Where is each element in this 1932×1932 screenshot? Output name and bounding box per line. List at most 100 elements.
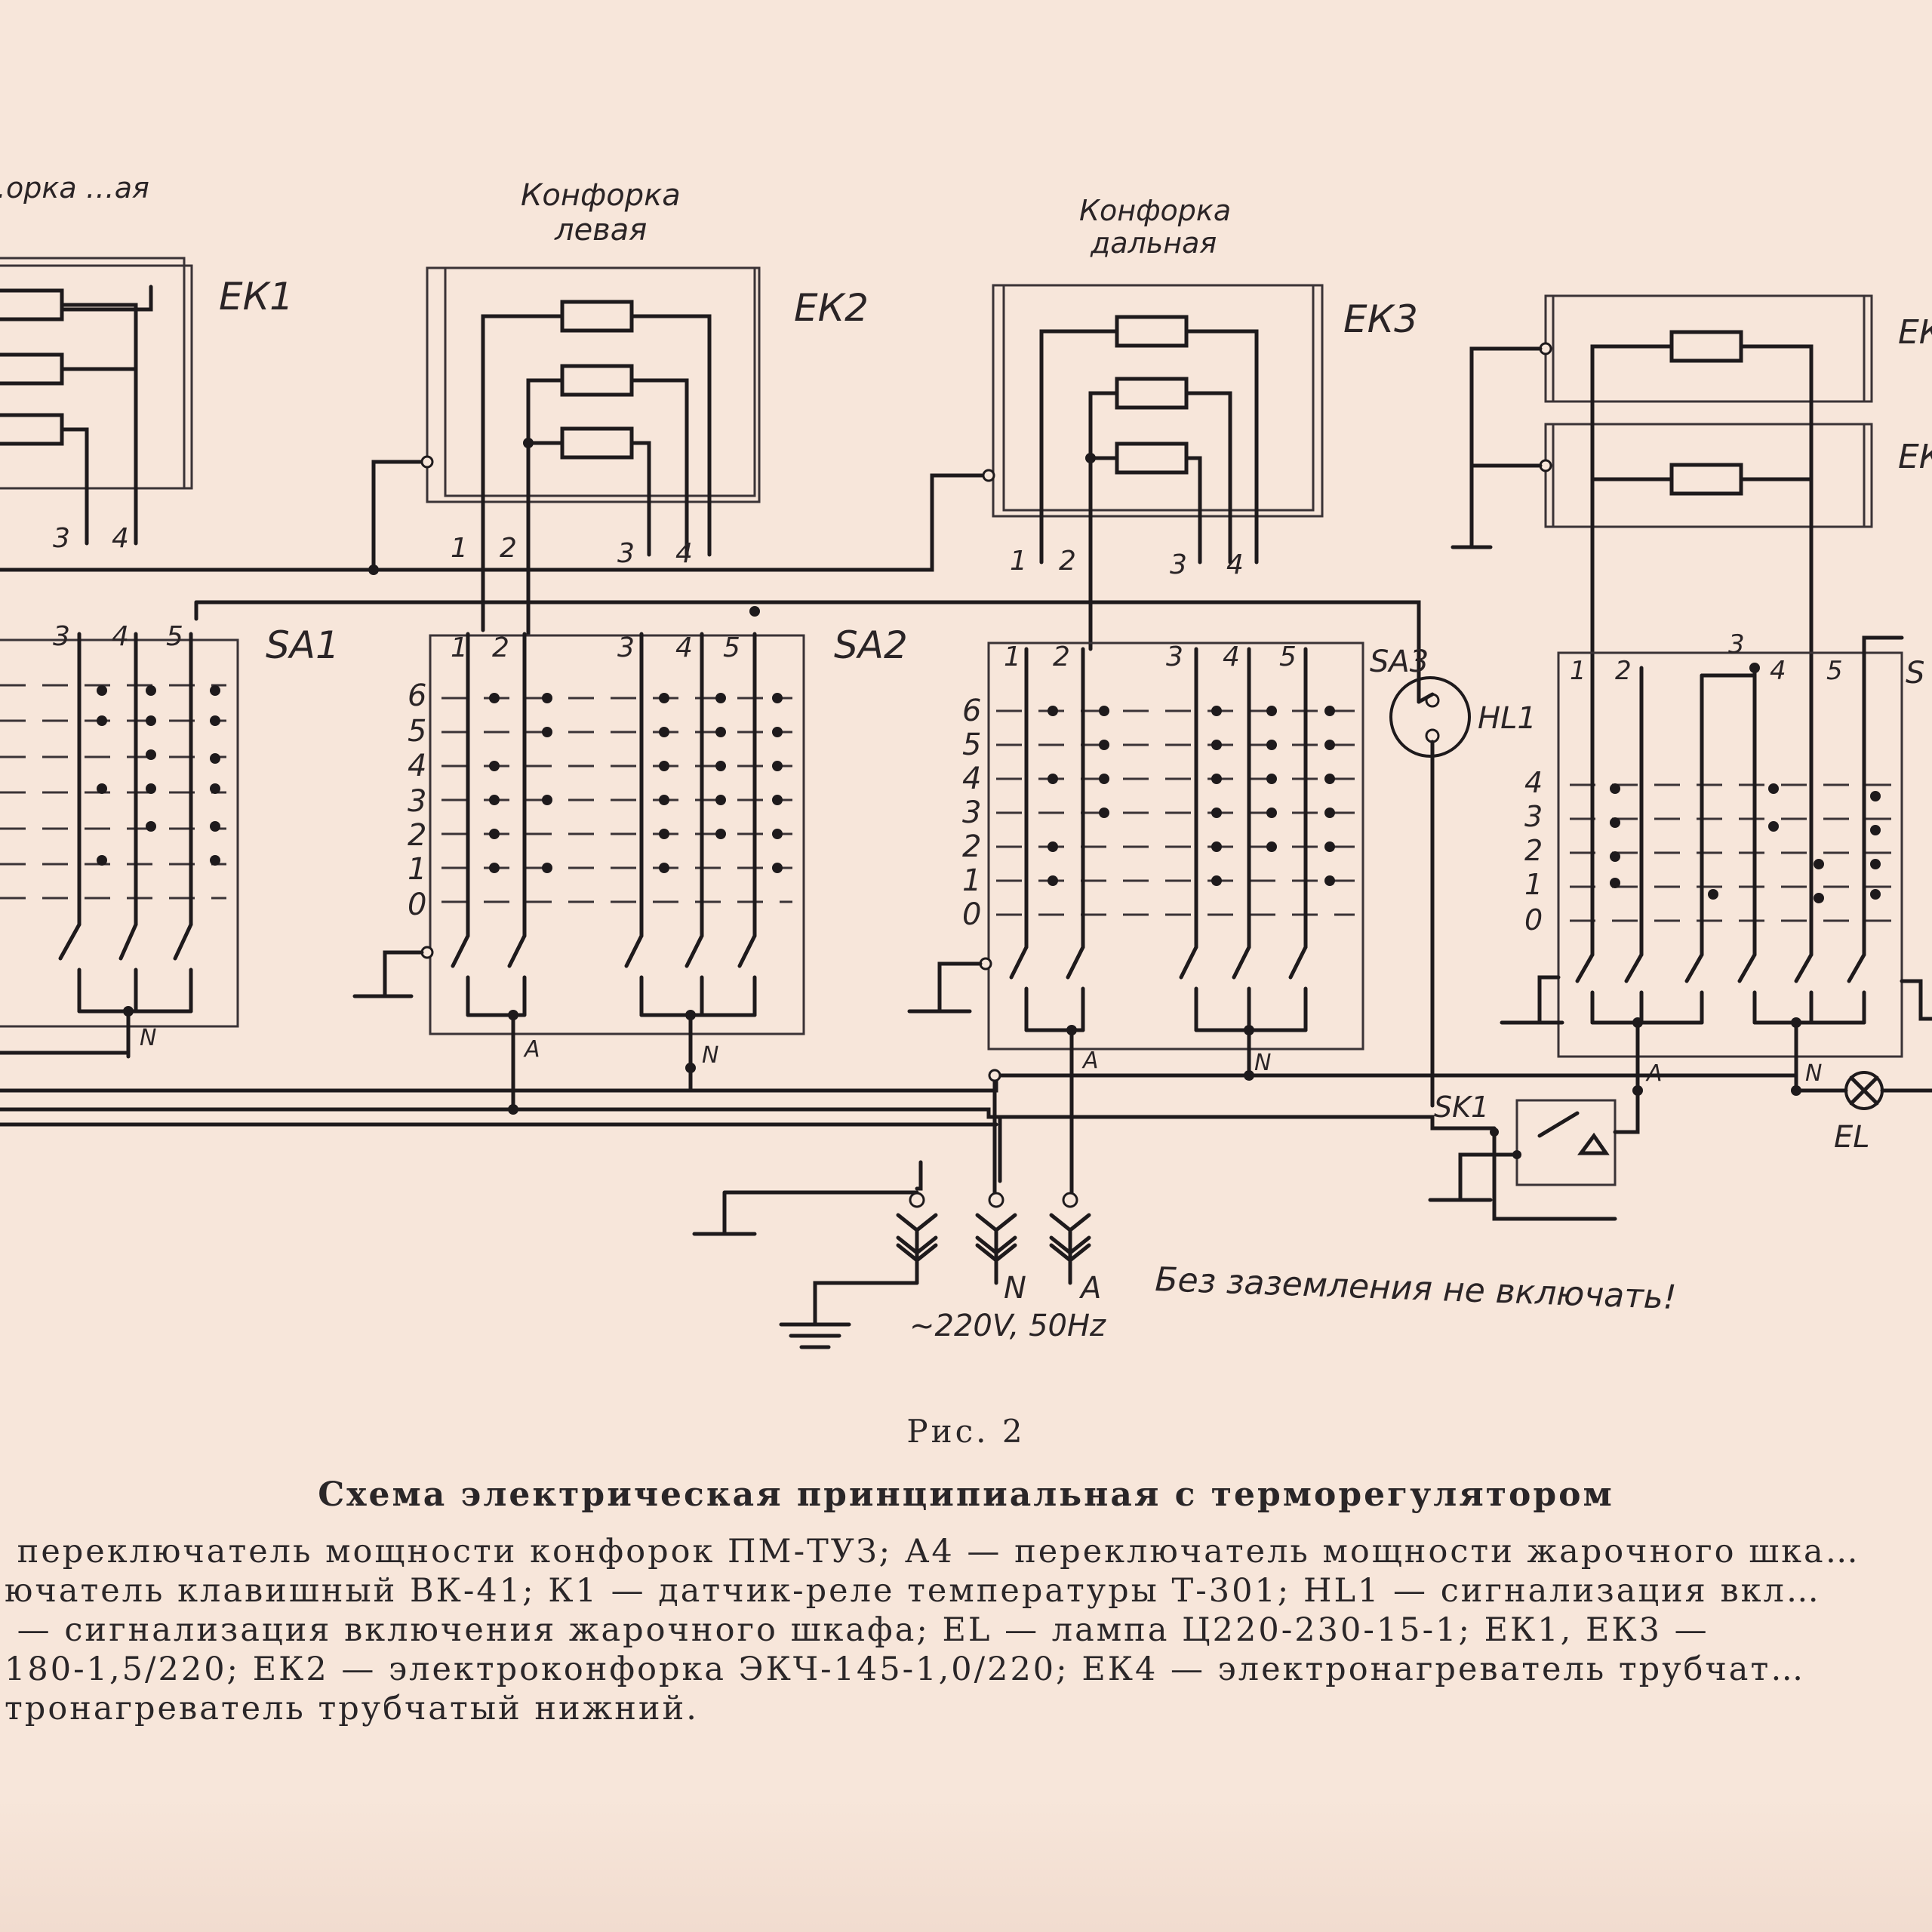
sa2-label: SA2 bbox=[834, 623, 908, 667]
plug-a-label: A bbox=[1078, 1271, 1101, 1306]
ek4-label-top: ЕК bbox=[1898, 313, 1932, 352]
lamp-el: EL bbox=[1794, 1071, 1932, 1155]
terminal-label: 3 bbox=[1728, 629, 1745, 660]
terminal-label: 3 bbox=[1166, 641, 1183, 672]
terminal-label: 2 bbox=[1524, 834, 1543, 867]
burner-ek2: Конфорка левая ЕК2 bbox=[426, 178, 869, 636]
supply-label: ~220V, 50Hz bbox=[909, 1309, 1106, 1343]
legend-line: …тронагреватель трубчатый нижний. bbox=[0, 1690, 699, 1727]
power-buses bbox=[0, 1051, 1801, 1202]
ek1-label: ЕК1 bbox=[219, 275, 294, 318]
terminal-label: 2 bbox=[1053, 641, 1070, 672]
ek2-title-2: левая bbox=[554, 213, 647, 248]
terminal-label: 1 bbox=[1570, 656, 1586, 686]
terminal-label: A bbox=[1081, 1048, 1099, 1074]
position-3: 3 bbox=[408, 784, 426, 819]
terminal-label: 3 bbox=[617, 632, 635, 663]
terminal-label: 2 bbox=[1615, 656, 1632, 686]
burner-ek3: Конфорка дальная ЕК3 bbox=[992, 194, 1418, 651]
position-6: 6 bbox=[408, 678, 426, 713]
terminal-label: 3 bbox=[962, 795, 981, 830]
position-0: 0 bbox=[408, 888, 426, 922]
burner-ek1: …орка …ая ЕК1 bbox=[0, 171, 294, 546]
terminal-label: 1 bbox=[962, 863, 981, 898]
terminal-label: 2 bbox=[1059, 546, 1076, 577]
terminal-label: 0 bbox=[962, 897, 981, 932]
switch-sa1: SA1 N bbox=[0, 623, 340, 1055]
position-1: 1 bbox=[408, 852, 426, 887]
legend-line: …ючатель клавишный ВК-41; К1 — датчик-ре… bbox=[0, 1572, 1821, 1610]
terminal-label: 1 bbox=[451, 632, 468, 663]
heater-element bbox=[1669, 463, 1743, 496]
oven-switch-label: S bbox=[1906, 656, 1924, 691]
legend-line: …180-1,5/220; ЕК2 — электроконфорка ЭКЧ-… bbox=[0, 1651, 1806, 1688]
figure-label: Рис. 2 bbox=[906, 1413, 1026, 1450]
terminal-label: 6 bbox=[962, 694, 981, 728]
terminal-label: 4 bbox=[1524, 766, 1543, 799]
terminal-label: 1 bbox=[1010, 546, 1027, 577]
position-5: 5 bbox=[408, 714, 426, 749]
mains-plug: N A ~220V, 50Hz bbox=[692, 1115, 1106, 1349]
warning-note: Без заземления не включать! bbox=[1155, 1260, 1678, 1317]
heater-element bbox=[0, 413, 64, 446]
indicator-hl1: HL1 bbox=[1389, 676, 1537, 1108]
sa2-bus-n: N bbox=[702, 1042, 718, 1069]
ek1-title: …орка …ая bbox=[0, 171, 149, 205]
hl1-label: HL1 bbox=[1478, 701, 1537, 736]
terminal-label: 3 bbox=[1524, 800, 1543, 833]
terminal-label: 5 bbox=[962, 728, 981, 762]
oven-heaters-ek4: ЕК ЕК bbox=[1451, 294, 1932, 670]
figure-legend: … переключатель мощности конфорок ПМ-ТУЗ… bbox=[0, 1532, 1932, 1728]
heater-element bbox=[560, 300, 634, 333]
switch-sa2: SA2 6 5 4 3 2 1 0 A N 1 2 3 4 1 2 3 4 bbox=[352, 533, 908, 1112]
terminal-label: 5 bbox=[1279, 641, 1297, 672]
ek3-label: ЕК3 bbox=[1343, 297, 1418, 341]
ek3-title-2: дальная bbox=[1090, 226, 1217, 260]
sa1-label: SA1 bbox=[266, 623, 340, 667]
sa3-label: SA3 bbox=[1370, 645, 1429, 679]
terminal-label: N bbox=[1254, 1050, 1271, 1076]
phase-line bbox=[194, 600, 1421, 704]
terminal-label: 2 bbox=[962, 829, 981, 864]
el-label: EL bbox=[1834, 1120, 1870, 1155]
terminal-label: 3 bbox=[1170, 549, 1187, 580]
heater-element bbox=[0, 352, 64, 386]
terminal-label: 4 bbox=[112, 621, 129, 652]
terminal-label: 3 bbox=[53, 621, 70, 652]
heater-element bbox=[0, 288, 64, 321]
terminal-label: 4 bbox=[962, 761, 981, 796]
legend-line: … переключатель мощности конфорок ПМ-ТУЗ… bbox=[0, 1533, 1860, 1571]
terminal-label: 4 bbox=[675, 632, 693, 663]
terminal-label: 0 bbox=[1524, 903, 1543, 937]
terminal-label: 2 bbox=[492, 632, 509, 663]
switch-sa3: SA3 6 5 4 3 2 1 0 A N 1 2 3 4 1 2 3 4 5 bbox=[907, 546, 1429, 1195]
ek4-label-bottom: ЕК bbox=[1898, 438, 1932, 476]
terminal-label: 3 bbox=[617, 538, 635, 569]
terminal-label: 5 bbox=[166, 621, 183, 652]
terminal-label: 1 bbox=[1524, 868, 1543, 901]
sa1-bus-n: N bbox=[140, 1025, 156, 1051]
heater-element bbox=[1115, 315, 1189, 348]
position-4: 4 bbox=[408, 749, 426, 783]
heater-element bbox=[1669, 330, 1743, 363]
terminal-label: 3 bbox=[53, 523, 70, 554]
heater-element bbox=[560, 426, 634, 460]
ground-bus bbox=[0, 455, 995, 575]
ek2-title-1: Конфорка bbox=[521, 178, 681, 213]
terminal-label: 1 bbox=[451, 533, 468, 564]
plug-n-label: N bbox=[1004, 1271, 1026, 1306]
switch-oven: S 4 3 2 1 0 A N 1 2 3 4 5 bbox=[1500, 629, 1932, 1093]
heater-element bbox=[1115, 441, 1189, 475]
terminal-label: 4 bbox=[675, 538, 693, 569]
heater-element bbox=[1115, 377, 1189, 410]
terminal-label: 4 bbox=[1223, 641, 1240, 672]
terminal-label: 5 bbox=[723, 632, 740, 663]
sk1-label: SK1 bbox=[1434, 1091, 1489, 1124]
position-2: 2 bbox=[408, 818, 426, 853]
terminal-label: 4 bbox=[112, 523, 129, 554]
ek2-label: ЕК2 bbox=[794, 286, 869, 330]
terminal-label: 4 bbox=[1226, 549, 1244, 580]
heater-element bbox=[560, 364, 634, 397]
